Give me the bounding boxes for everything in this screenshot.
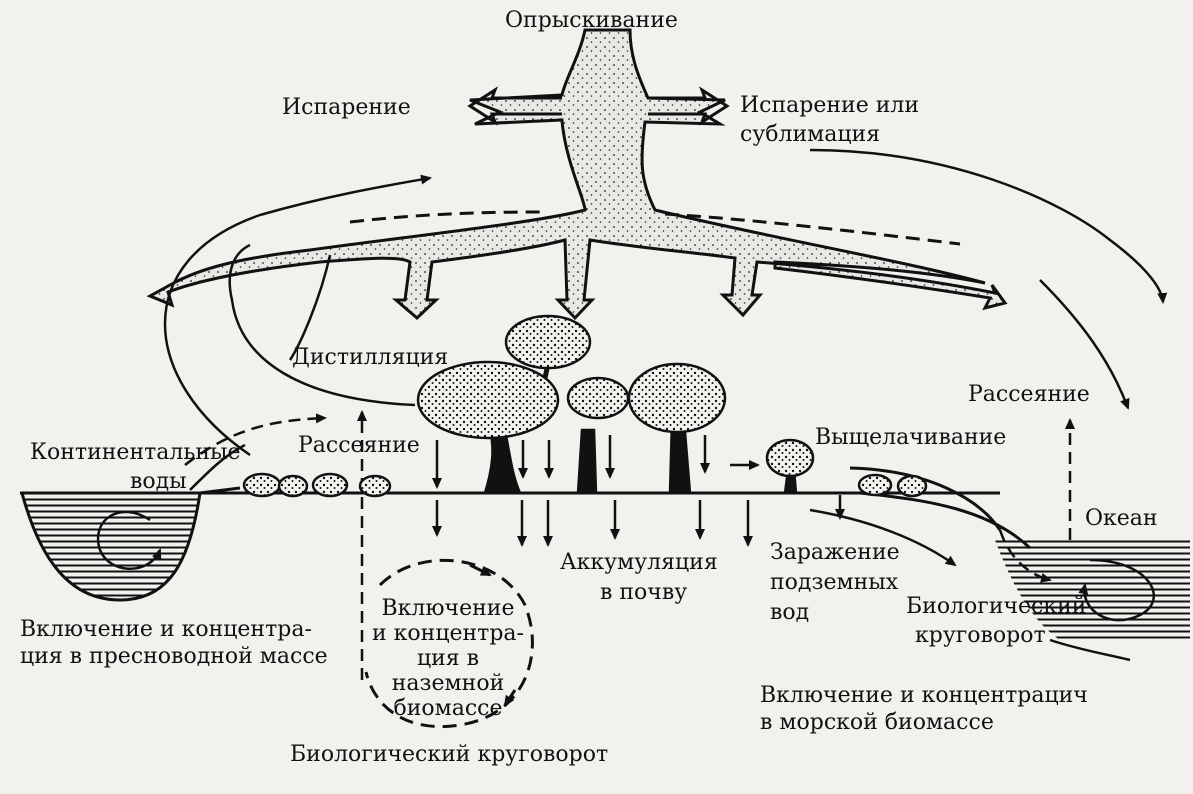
scattering-arrows bbox=[184, 410, 1075, 680]
label-terrestrial-2: и концентра- bbox=[372, 621, 524, 646]
label-freshwater-2: ция в пресноводной массе bbox=[20, 644, 328, 669]
label-evaporation: Испарение bbox=[282, 95, 411, 120]
label-groundwater-3: вод bbox=[770, 600, 810, 625]
label-continental-waters-2: воды bbox=[130, 469, 187, 494]
ocean-water bbox=[809, 466, 1190, 662]
label-soil-accumulation-1: Аккумуляция bbox=[560, 550, 718, 575]
label-marine-2: в морской биомассе bbox=[760, 710, 994, 735]
tree-crown-5 bbox=[765, 438, 815, 478]
label-leaching: Выщелачивание bbox=[815, 425, 1007, 450]
label-evap-sublimation-2: сублимация bbox=[740, 122, 881, 147]
trees bbox=[416, 314, 815, 495]
label-terrestrial-1: Включение bbox=[381, 596, 515, 621]
label-scattering-right: Рассеяние bbox=[968, 382, 1090, 407]
label-terrestrial-3: ция в bbox=[416, 646, 480, 671]
shore-stones bbox=[242, 472, 928, 498]
label-groundwater-1: Заражение bbox=[770, 540, 900, 565]
tree-crown-1 bbox=[416, 360, 560, 440]
deposition-arrows bbox=[432, 435, 845, 547]
label-terrestrial-4: наземной bbox=[391, 671, 505, 696]
terrestrial-cycle bbox=[364, 558, 534, 728]
freshwater-lake bbox=[20, 486, 241, 602]
label-groundwater-2: подземных bbox=[770, 570, 899, 595]
evaporation-arrows bbox=[467, 86, 730, 126]
dashed-branch-lines bbox=[349, 210, 961, 246]
spray-stream bbox=[146, 28, 1008, 321]
label-bio-cycle-right-1: Биологический bbox=[906, 594, 1087, 619]
label-spraying: Опрыскивание bbox=[505, 8, 678, 33]
label-freshwater-1: Включение и концентра- bbox=[20, 617, 312, 642]
label-marine-1: Включение и концентрацич bbox=[760, 683, 1088, 708]
label-bio-cycle-bottom: Биологический круговорот bbox=[290, 742, 609, 767]
label-bio-cycle-right-2: круговорот bbox=[915, 623, 1046, 648]
tree-crown-3 bbox=[566, 376, 630, 420]
tree-crown-2 bbox=[504, 314, 592, 370]
label-terrestrial-5: биомассе bbox=[393, 696, 503, 721]
label-continental-waters-1: Континентальные bbox=[30, 440, 241, 465]
tree-crown-4 bbox=[627, 362, 727, 434]
label-scattering-left: Рассеяние bbox=[298, 433, 420, 458]
label-distillation: Дистилляция bbox=[292, 345, 449, 370]
label-soil-accumulation-2: в почву bbox=[600, 580, 688, 605]
curved-arrows bbox=[163, 148, 1168, 491]
label-evap-sublimation-1: Испарение или bbox=[740, 93, 920, 118]
label-ocean: Океан bbox=[1085, 506, 1158, 531]
